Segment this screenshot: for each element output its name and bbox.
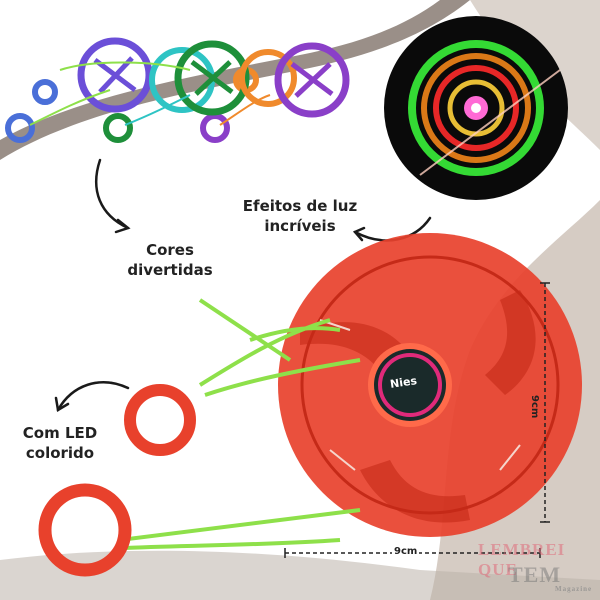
watermark-brand-line2: TEM <box>508 562 562 587</box>
variant-ring-blue <box>5 113 35 143</box>
arrow-to-led-head <box>54 396 70 413</box>
watermark-brand-line1: LEMBREI QUE <box>478 540 566 579</box>
variant-ring-purple <box>200 113 230 143</box>
caption-colored-led: Com LED colorido <box>22 424 98 462</box>
variant-spinners-row <box>5 37 350 143</box>
variant-disc-violet <box>274 42 350 118</box>
variant-ring-blue-2 <box>32 79 58 105</box>
height-label: 9cm <box>529 395 540 419</box>
main-spinner <box>278 233 582 537</box>
glowing-spinner-photo <box>384 16 568 200</box>
variant-disc-purple-blue <box>77 37 153 113</box>
variant-disc-orange <box>239 49 297 107</box>
caption-light-effects: Efeitos de luz incríveis <box>242 197 358 235</box>
variant-ring-green <box>103 113 133 143</box>
pull-ring-top <box>124 384 196 456</box>
width-label: 9cm <box>392 546 420 557</box>
pull-ring-bottom <box>38 483 132 577</box>
arrow-to-led <box>56 381 130 412</box>
variant-disc-green <box>174 40 250 116</box>
arrow-to-colors <box>95 158 130 230</box>
swoosh-band-bottom <box>0 550 600 600</box>
caption-fun-colors: Cores divertidas <box>127 241 213 279</box>
arrow-to-colors-head <box>114 218 131 234</box>
watermark-brand-line3: Magazine <box>555 585 593 593</box>
pull-strings <box>119 298 361 550</box>
arrow-to-lights-head <box>352 226 366 242</box>
